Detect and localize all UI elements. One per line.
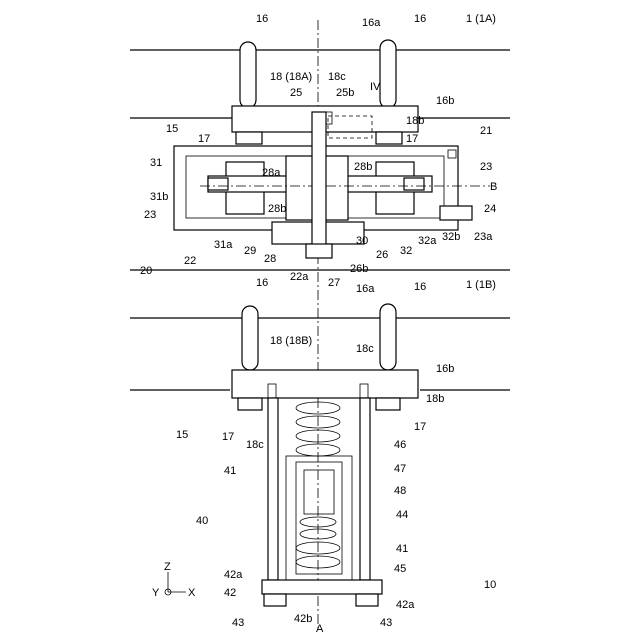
label-31a: 31a — [214, 239, 233, 251]
label-23a: 23a — [474, 231, 493, 243]
label-b: B — [490, 181, 497, 193]
label-22: 22 — [184, 255, 196, 267]
label-43: 43 — [232, 617, 244, 629]
label-18-18a: 18 (18A) — [270, 71, 312, 83]
label-31: 31 — [150, 157, 162, 169]
axis-label-y: Y — [152, 587, 160, 599]
label-46: 46 — [394, 439, 406, 451]
label-17: 17 — [414, 421, 426, 433]
label-45: 45 — [394, 563, 406, 575]
label-a: A — [316, 623, 324, 635]
label-28a: 28a — [262, 167, 281, 179]
axis-label-x: X — [188, 587, 196, 599]
label-18c: 18c — [328, 71, 346, 83]
label-32: 32 — [400, 245, 412, 257]
label-20: 20 — [140, 265, 152, 277]
label-18b: 18b — [406, 115, 424, 127]
label-28b: 28b — [268, 203, 286, 215]
label-47: 47 — [394, 463, 406, 475]
label-16b: 16b — [436, 95, 454, 107]
label-16: 16 — [256, 13, 268, 25]
label-17: 17 — [222, 431, 234, 443]
label-10: 10 — [484, 579, 496, 591]
label-23: 23 — [144, 209, 156, 221]
label-29: 29 — [244, 245, 256, 257]
label-16a: 16a — [362, 17, 381, 29]
label-iv: IV — [370, 81, 381, 93]
label-27: 27 — [328, 277, 340, 289]
label-18b: 18b — [426, 393, 444, 405]
label-26b: 26b — [350, 263, 368, 275]
label-25b: 25b — [336, 87, 354, 99]
label-16b: 16b — [436, 363, 454, 375]
label-18c: 18c — [356, 343, 374, 355]
label-30: 30 — [356, 235, 368, 247]
label-28b: 28b — [354, 161, 372, 173]
label-25: 25 — [290, 87, 302, 99]
axis-indicator — [165, 572, 186, 595]
label-1-1a: 1 (1A) — [466, 13, 496, 25]
base-plate-42 — [262, 580, 382, 606]
label-16: 16 — [414, 13, 426, 25]
label-26: 26 — [376, 249, 388, 261]
label-16: 16 — [256, 277, 268, 289]
label-41: 41 — [396, 543, 408, 555]
label-31b: 31b — [150, 191, 168, 203]
label-1-1b: 1 (1B) — [466, 279, 496, 291]
label-42a: 42a — [396, 599, 415, 611]
label-16a: 16a — [356, 283, 375, 295]
label-17: 17 — [198, 133, 210, 145]
lower-plate-18b — [232, 370, 418, 410]
label-16: 16 — [414, 281, 426, 293]
label-42b: 42b — [294, 613, 312, 625]
label-48: 48 — [394, 485, 406, 497]
label-24: 24 — [484, 203, 496, 215]
label-18c: 18c — [246, 439, 264, 451]
label-43: 43 — [380, 617, 392, 629]
label-42: 42 — [224, 587, 236, 599]
label-21: 21 — [480, 125, 492, 137]
axis-label-z: Z — [164, 561, 171, 573]
label-41: 41 — [224, 465, 236, 477]
label-32b: 32b — [442, 231, 460, 243]
label-18-18b: 18 (18B) — [270, 335, 312, 347]
label-23: 23 — [480, 161, 492, 173]
damper-40 — [268, 398, 370, 580]
label-15: 15 — [176, 429, 188, 441]
label-15: 15 — [166, 123, 178, 135]
label-28: 28 — [264, 253, 276, 265]
label-44: 44 — [396, 509, 408, 521]
lower-bolts — [242, 304, 396, 370]
label-22a: 22a — [290, 271, 309, 283]
label-32a: 32a — [418, 235, 437, 247]
label-42a: 42a — [224, 569, 243, 581]
label-17: 17 — [406, 133, 418, 145]
label-40: 40 — [196, 515, 208, 527]
